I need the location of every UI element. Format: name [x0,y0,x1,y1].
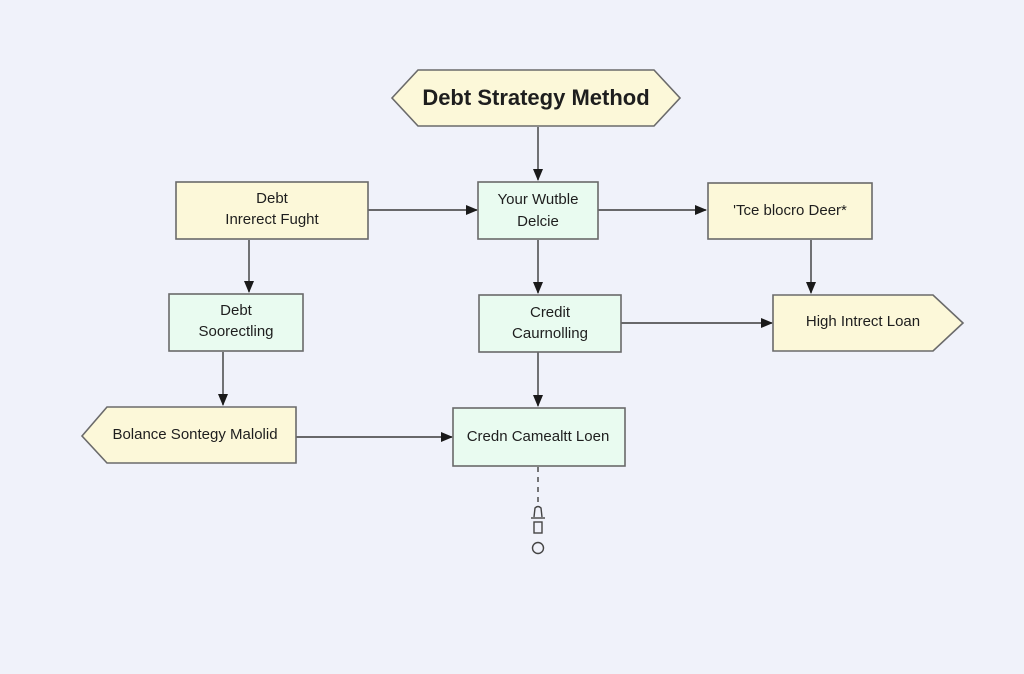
tee-blocre-box [707,182,873,240]
credit-counseling-label-line2: Caurnolling [512,325,588,342]
node-balance-strategy[interactable]: Bolance Sontegy Malolid [80,406,297,464]
terminal-icon-top [533,505,543,518]
edges [218,127,816,503]
person-terminal-icon [531,505,545,555]
terminal-icon-circle [531,541,545,555]
credit-counseling-label-line1: Credit [530,304,571,321]
credit-loan-label: Credn Camealtt Loen [467,428,610,445]
credit-loan-box [452,407,626,467]
node-debt-interest[interactable]: Debt Inrerect Fught [175,181,369,240]
balance-strategy-shape [80,406,297,464]
node-title[interactable]: Debt Strategy Method [390,69,682,127]
node-debt-scoring[interactable]: Debt Soorectling [168,293,304,352]
debt-scoring-label-line1: Debt [220,302,253,319]
credit-counseling-box [478,294,622,353]
your-debt-label-line2: Delcie [517,213,559,230]
debt-scoring-box [168,293,304,352]
node-credit-counseling[interactable]: Credit Caurnolling [478,294,622,353]
high-interest-loan-shape [772,294,965,352]
debt-interest-box [175,181,369,240]
debt-scoring-label-line2: Soorectling [198,323,273,340]
your-debt-label-line1: Your Wutble [498,191,579,208]
debt-interest-label-line1: Debt [256,190,289,207]
node-your-debt[interactable]: Your Wutble Delcie [477,181,599,240]
tee-blocre-label: 'Tce blocro Deer* [733,202,847,219]
debt-interest-label-line2: Inrerect Fught [225,211,319,228]
node-high-interest-loan[interactable]: High Intrect Loan [772,294,965,352]
terminal-icon-body [533,521,543,534]
balance-strategy-label: Bolance Sontegy Malolid [112,426,277,443]
title-hexagon [390,69,682,127]
node-tee-blocre[interactable]: 'Tce blocro Deer* [707,182,873,240]
high-interest-loan-label: High Intrect Loan [806,313,920,330]
your-debt-box [477,181,599,240]
title-label: Debt Strategy Method [422,85,649,110]
node-credit-loan[interactable]: Credn Camealtt Loen [452,407,626,467]
